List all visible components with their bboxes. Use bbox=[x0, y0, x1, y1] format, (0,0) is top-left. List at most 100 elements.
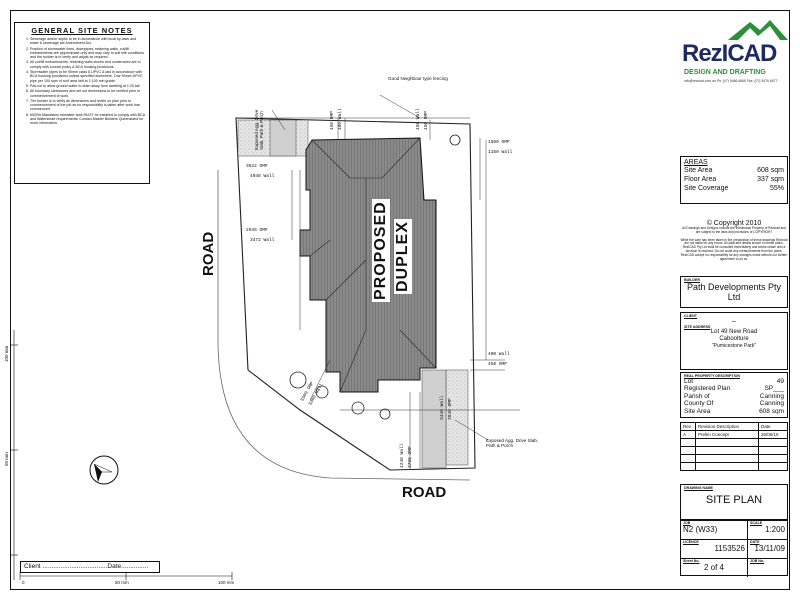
trees bbox=[289, 134, 461, 420]
site-plan-drawing bbox=[10, 94, 520, 580]
client-site-box: CLIENT – SITE ADDRESS Lot 49 New Road Ca… bbox=[680, 312, 788, 370]
logo-name: RezICAD bbox=[682, 40, 777, 67]
road-curve-line bbox=[217, 170, 471, 481]
dim-top-omp: 450 OMP bbox=[330, 111, 335, 130]
rp-key: Site Area bbox=[684, 407, 711, 415]
rev-cell bbox=[695, 454, 759, 463]
duplex-footprint bbox=[299, 137, 437, 393]
rp-row: Lot 49 bbox=[684, 378, 784, 385]
note-item: Stormwater pipes to be 90mm class 6 UPVC… bbox=[30, 70, 145, 83]
job-label: JOB bbox=[683, 521, 691, 525]
dim-top-wall2: 450 Wall bbox=[416, 108, 421, 130]
property-boundary bbox=[235, 117, 476, 471]
date-cell: DATE 13/11/09 bbox=[748, 540, 787, 558]
revision-row bbox=[680, 446, 788, 455]
scale-label: SCALE bbox=[750, 521, 763, 525]
scale-label-100: 100 mm bbox=[218, 580, 235, 585]
dim-l2-omp: 2945 OMP bbox=[246, 228, 268, 233]
bottom-scale-bar bbox=[19, 572, 233, 580]
rev-cell: 26/05/10 bbox=[758, 430, 788, 439]
rp-row: Parish of Canning bbox=[684, 393, 784, 400]
revision-row bbox=[680, 438, 788, 447]
driveway-top bbox=[269, 119, 297, 157]
building-label-duplex: DUPLEX bbox=[394, 219, 412, 294]
rev-cell bbox=[758, 454, 788, 463]
rev-cell bbox=[695, 462, 759, 471]
rev-cell bbox=[680, 438, 696, 447]
rp-label: REAL PROPERTY DESCRIPTION bbox=[684, 374, 740, 378]
road-label-bottom: ROAD bbox=[402, 484, 447, 501]
area-key: Floor Area bbox=[684, 176, 717, 183]
rev-header: Rev. bbox=[680, 422, 696, 431]
scale-label-50: 50 mm bbox=[115, 580, 129, 585]
copyright-block: © Copyright 2010 All Drawings and Design… bbox=[680, 220, 788, 261]
copyright-text: © Copyright 2010 bbox=[706, 220, 762, 227]
callout-good-neighbour: Good Neighbour type fencing bbox=[388, 76, 448, 81]
rev-header: Date bbox=[758, 422, 788, 431]
dim-r2-wall: 400 Wall bbox=[488, 352, 510, 357]
driveway-bottom bbox=[421, 369, 447, 469]
jobno-cell: JOB No. bbox=[748, 559, 787, 577]
licence-value: 1153526 bbox=[714, 544, 745, 553]
note-item: All boundary clearances and set out dime… bbox=[30, 89, 145, 98]
licence-label: LICENCE bbox=[683, 540, 699, 544]
sheet-label: Sheet No. bbox=[683, 559, 700, 563]
rev-cell bbox=[695, 446, 759, 455]
rp-value: Canning bbox=[759, 400, 784, 408]
general-site-notes: GENERAL SITE NOTES Sewerage and/or septi… bbox=[14, 22, 150, 184]
date-label: DATE bbox=[750, 540, 760, 544]
rp-row: Registered Plan SP___ bbox=[684, 385, 784, 392]
dim-l2-wall: 3472 Wall bbox=[250, 238, 275, 243]
rp-row: County Of Canning bbox=[684, 400, 784, 407]
site-address-line1: Lot 49 New Road bbox=[710, 329, 758, 335]
rp-value: 49 bbox=[776, 378, 784, 385]
dim-top-wall: 400 Wall bbox=[338, 108, 343, 130]
dim-l1-wall: 4048 Wall bbox=[250, 174, 275, 179]
dimension-lines bbox=[236, 117, 520, 470]
rev-cell bbox=[758, 446, 788, 455]
rp-value: SP___ bbox=[764, 385, 784, 393]
licence-cell: LICENCE 1153526 bbox=[681, 540, 748, 558]
note-item: All cut/fill embankments, retaining wall… bbox=[30, 60, 145, 69]
rev-cell bbox=[758, 462, 788, 471]
sheet-row: Sheet No. 2 of 4 JOB No. bbox=[681, 559, 787, 577]
rev-cell bbox=[680, 462, 696, 471]
rev-cell: A bbox=[680, 430, 696, 439]
callout-leaders bbox=[271, 94, 489, 441]
builder-box: BUILDER Path Developments Pty Ltd bbox=[680, 276, 788, 308]
rp-row: Site Area 608 sqm bbox=[684, 408, 784, 415]
scale-value: 1:200 bbox=[764, 525, 785, 534]
roof-lines bbox=[309, 137, 437, 393]
rp-value: Canning bbox=[759, 392, 784, 400]
rev-cell bbox=[680, 446, 696, 455]
dim-r1-wall: 1160 Wall bbox=[488, 150, 513, 155]
left-scale-label-100: 100 mm bbox=[4, 345, 9, 362]
rev-cell bbox=[695, 438, 759, 447]
dim-b1-wall: 4240 Wall bbox=[400, 443, 405, 468]
rp-key: Registered Plan bbox=[684, 385, 731, 393]
logo-contact: info@rezicad.com.au Ph: (07) 5466 6666 F… bbox=[684, 79, 778, 83]
rp-key: County Of bbox=[684, 400, 714, 408]
left-scale-bar bbox=[10, 330, 18, 580]
rev-cell: Prelim Concept bbox=[695, 430, 759, 439]
sheet-cell: Sheet No. 2 of 4 bbox=[681, 559, 748, 577]
logo-mountain-icon bbox=[728, 20, 788, 40]
north-arrow-icon bbox=[89, 455, 119, 485]
site-address-line2: Caboolture bbox=[719, 336, 749, 342]
site-address-line3: "Pumicestone Park" bbox=[711, 343, 757, 349]
revision-row bbox=[680, 462, 788, 471]
rp-key: Parish of bbox=[684, 392, 710, 400]
rp-value: 608 sqm bbox=[759, 407, 784, 415]
rp-key: Lot bbox=[684, 378, 694, 385]
client-signature-box: Client .................................… bbox=[20, 561, 160, 573]
job-value: N2 (W33) bbox=[683, 525, 718, 534]
notes-title: GENERAL SITE NOTES bbox=[31, 26, 133, 35]
area-key: Site Area bbox=[684, 167, 713, 174]
dim-b2-omp: 3840 OMP bbox=[448, 398, 453, 420]
drawing-name-label: DRAWING NAME bbox=[684, 486, 713, 490]
client-value: – bbox=[732, 318, 736, 325]
